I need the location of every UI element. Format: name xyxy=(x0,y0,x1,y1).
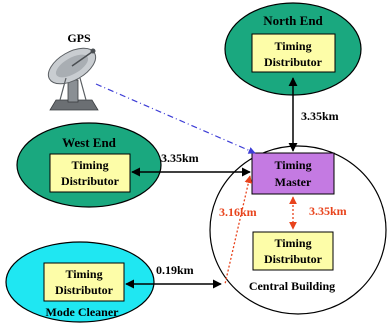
gps-label: GPS xyxy=(67,31,91,45)
central-distributor-line1: Timing xyxy=(274,236,311,250)
north-distance-label: 3.35km xyxy=(301,109,339,123)
west-end-label: West End xyxy=(62,135,117,150)
timing-master-line1: Timing xyxy=(274,158,311,172)
gps-antenna-icon xyxy=(47,47,99,111)
west-end-distributor-line1: Timing xyxy=(71,158,108,172)
west-end-distributor-box xyxy=(49,153,131,193)
mode-cleaner-distributor-line1: Timing xyxy=(65,267,102,281)
mode-cleaner-distance-label: 0.19km xyxy=(156,263,194,277)
timing-master-box xyxy=(251,152,335,195)
central-building-label: Central Building xyxy=(249,279,335,293)
fiber-link xyxy=(224,175,253,285)
timing-master-line2: Master xyxy=(275,175,312,189)
mode-cleaner-distributor-line2: Distributor xyxy=(55,283,114,297)
west-distance-label: 3.35km xyxy=(161,151,199,165)
north-end-label: North End xyxy=(263,13,323,28)
west-end-distributor-line2: Distributor xyxy=(61,174,120,188)
north-end-distributor-line1: Timing xyxy=(274,39,311,53)
central-distributor-box xyxy=(252,231,334,271)
mode-cleaner-label: Mode Cleaner xyxy=(46,305,120,319)
local-distance-label: 3.35km xyxy=(309,204,347,218)
mode-cleaner-distributor-box xyxy=(43,262,125,302)
gps-link xyxy=(95,83,256,154)
north-end-distributor-line2: Distributor xyxy=(264,55,323,69)
fiber-distance-label: 3.16km xyxy=(219,205,257,219)
north-end-distributor-box xyxy=(251,33,336,73)
central-distributor-line2: Distributor xyxy=(264,252,323,266)
